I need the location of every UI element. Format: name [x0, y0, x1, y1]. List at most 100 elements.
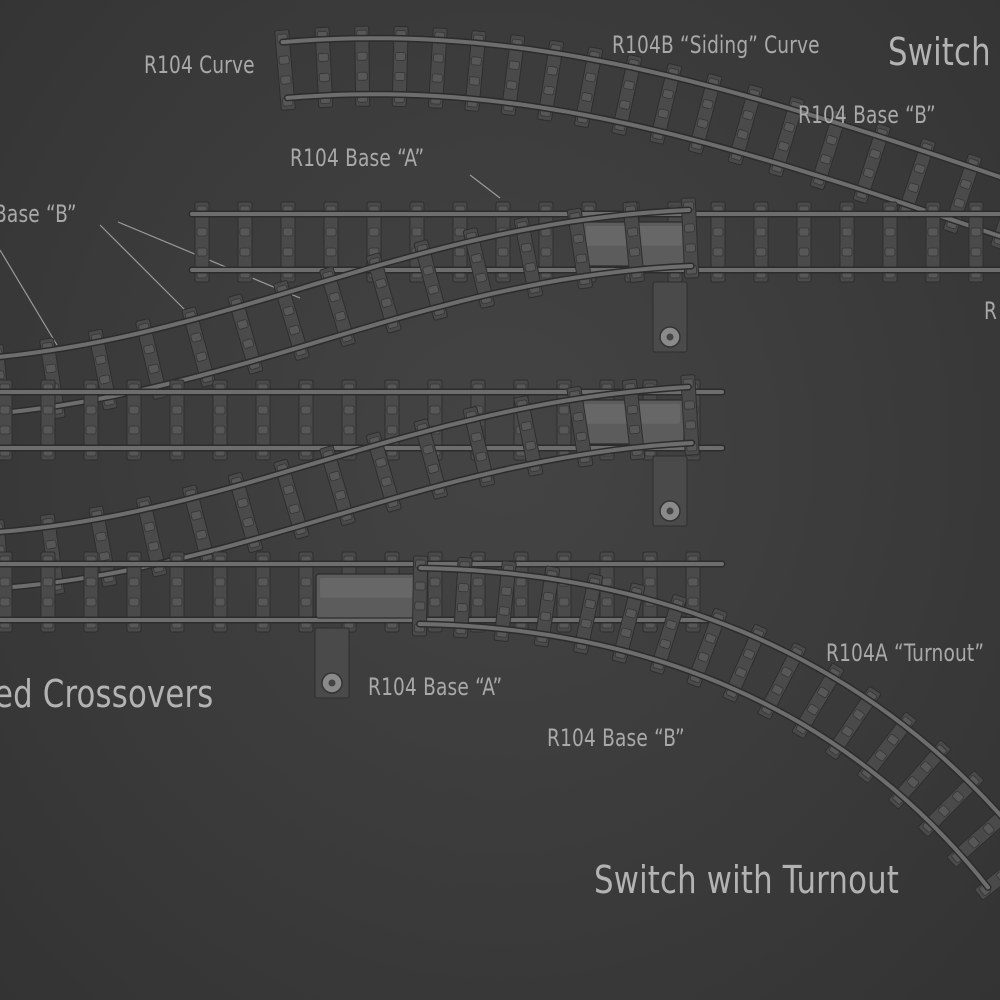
curve-sleeper: [274, 29, 296, 111]
stud: [380, 297, 393, 308]
stud: [368, 227, 380, 237]
stud: [696, 118, 709, 129]
stud: [628, 247, 641, 257]
stud: [45, 539, 57, 550]
stud: [98, 551, 111, 562]
stud: [325, 227, 337, 237]
stud: [214, 597, 226, 607]
sleeper-plate: [710, 201, 726, 283]
curve-rail: [285, 92, 1000, 239]
stud: [143, 521, 156, 532]
stud: [841, 725, 854, 738]
sleeper-plate: [227, 472, 264, 553]
stud: [697, 651, 710, 663]
stud: [334, 490, 347, 501]
stud: [742, 110, 754, 121]
stud: [128, 597, 140, 607]
stud: [328, 470, 341, 482]
stud: [623, 80, 635, 91]
stud: [620, 627, 632, 638]
stud: [422, 444, 435, 455]
sleeper-plate: [255, 379, 271, 461]
sleeper-plate: [918, 770, 984, 837]
stud: [704, 633, 717, 644]
leader-line: [99, 224, 186, 311]
sleeper-plate: [680, 197, 700, 279]
stud: [712, 227, 724, 237]
stud: [257, 577, 269, 587]
stud: [869, 148, 881, 160]
stud: [662, 89, 674, 100]
curve-sleeper: [411, 555, 429, 637]
sleeper-plate: [341, 379, 357, 461]
stud: [239, 227, 251, 237]
curve-sleeper: [622, 201, 645, 283]
sleeper-plate: [649, 594, 687, 675]
stud: [242, 517, 254, 528]
sleeper-plate: [688, 73, 723, 155]
stud: [996, 870, 1000, 883]
curve-sleeper: [453, 556, 473, 639]
stud: [190, 510, 203, 521]
stud: [85, 577, 97, 587]
stud: [456, 603, 468, 613]
stud: [214, 405, 226, 415]
sleeper-plate: [573, 573, 604, 655]
stud: [755, 247, 767, 257]
stud: [300, 597, 312, 607]
stud: [475, 272, 487, 283]
stud: [214, 577, 226, 587]
stud: [626, 404, 639, 415]
stud: [0, 348, 3, 358]
sleeper-plate: [757, 642, 807, 720]
sleeper-plate: [882, 201, 898, 283]
stud: [953, 197, 966, 209]
stud: [841, 227, 853, 237]
curve-sleeper: [888, 740, 951, 809]
switch-lever-knob-center: [666, 333, 674, 341]
stud: [952, 790, 964, 803]
straight-sleeper: [237, 201, 253, 283]
curve-sleeper: [513, 395, 544, 477]
stud: [546, 65, 558, 76]
stud: [414, 601, 426, 611]
stud: [743, 648, 755, 660]
sleeper-plate: [888, 740, 951, 809]
straight-sleeper: [968, 201, 984, 283]
sleeper-plate: [537, 39, 565, 122]
curve-sleeper: [135, 318, 168, 400]
sleeper-plate: [622, 201, 645, 283]
stud: [825, 134, 838, 146]
leader-line: [0, 249, 58, 346]
sleeper-plate: [237, 201, 253, 283]
curve-sleeper: [391, 25, 409, 108]
label-r104a-turnout: R104A “Turnout”: [826, 639, 985, 667]
stud: [288, 503, 301, 515]
sleeper-plate: [990, 169, 1000, 251]
sleeper-plate: [212, 551, 228, 633]
label-base-b-left: Base “B”: [0, 200, 77, 228]
stud: [472, 597, 484, 607]
stud: [128, 425, 140, 435]
stud: [0, 597, 11, 607]
stud: [429, 405, 441, 415]
stud: [506, 80, 518, 90]
curve-sleeper: [680, 197, 700, 279]
stud: [508, 60, 520, 71]
sleeper-plate: [495, 201, 511, 283]
sleeper-plate: [649, 63, 682, 145]
curve-rail: [0, 385, 691, 534]
stud: [386, 425, 398, 435]
stud: [356, 71, 368, 81]
sleeper-plate: [566, 385, 594, 468]
stud: [196, 247, 208, 257]
curve-sleeper: [462, 227, 495, 309]
sleeper-plate: [413, 418, 448, 500]
stud: [300, 425, 312, 435]
sleeper-plate: [796, 201, 812, 283]
stud: [318, 72, 330, 82]
curve-sleeper: [649, 594, 687, 675]
stud: [171, 597, 183, 607]
sleeper-plate: [255, 551, 271, 633]
